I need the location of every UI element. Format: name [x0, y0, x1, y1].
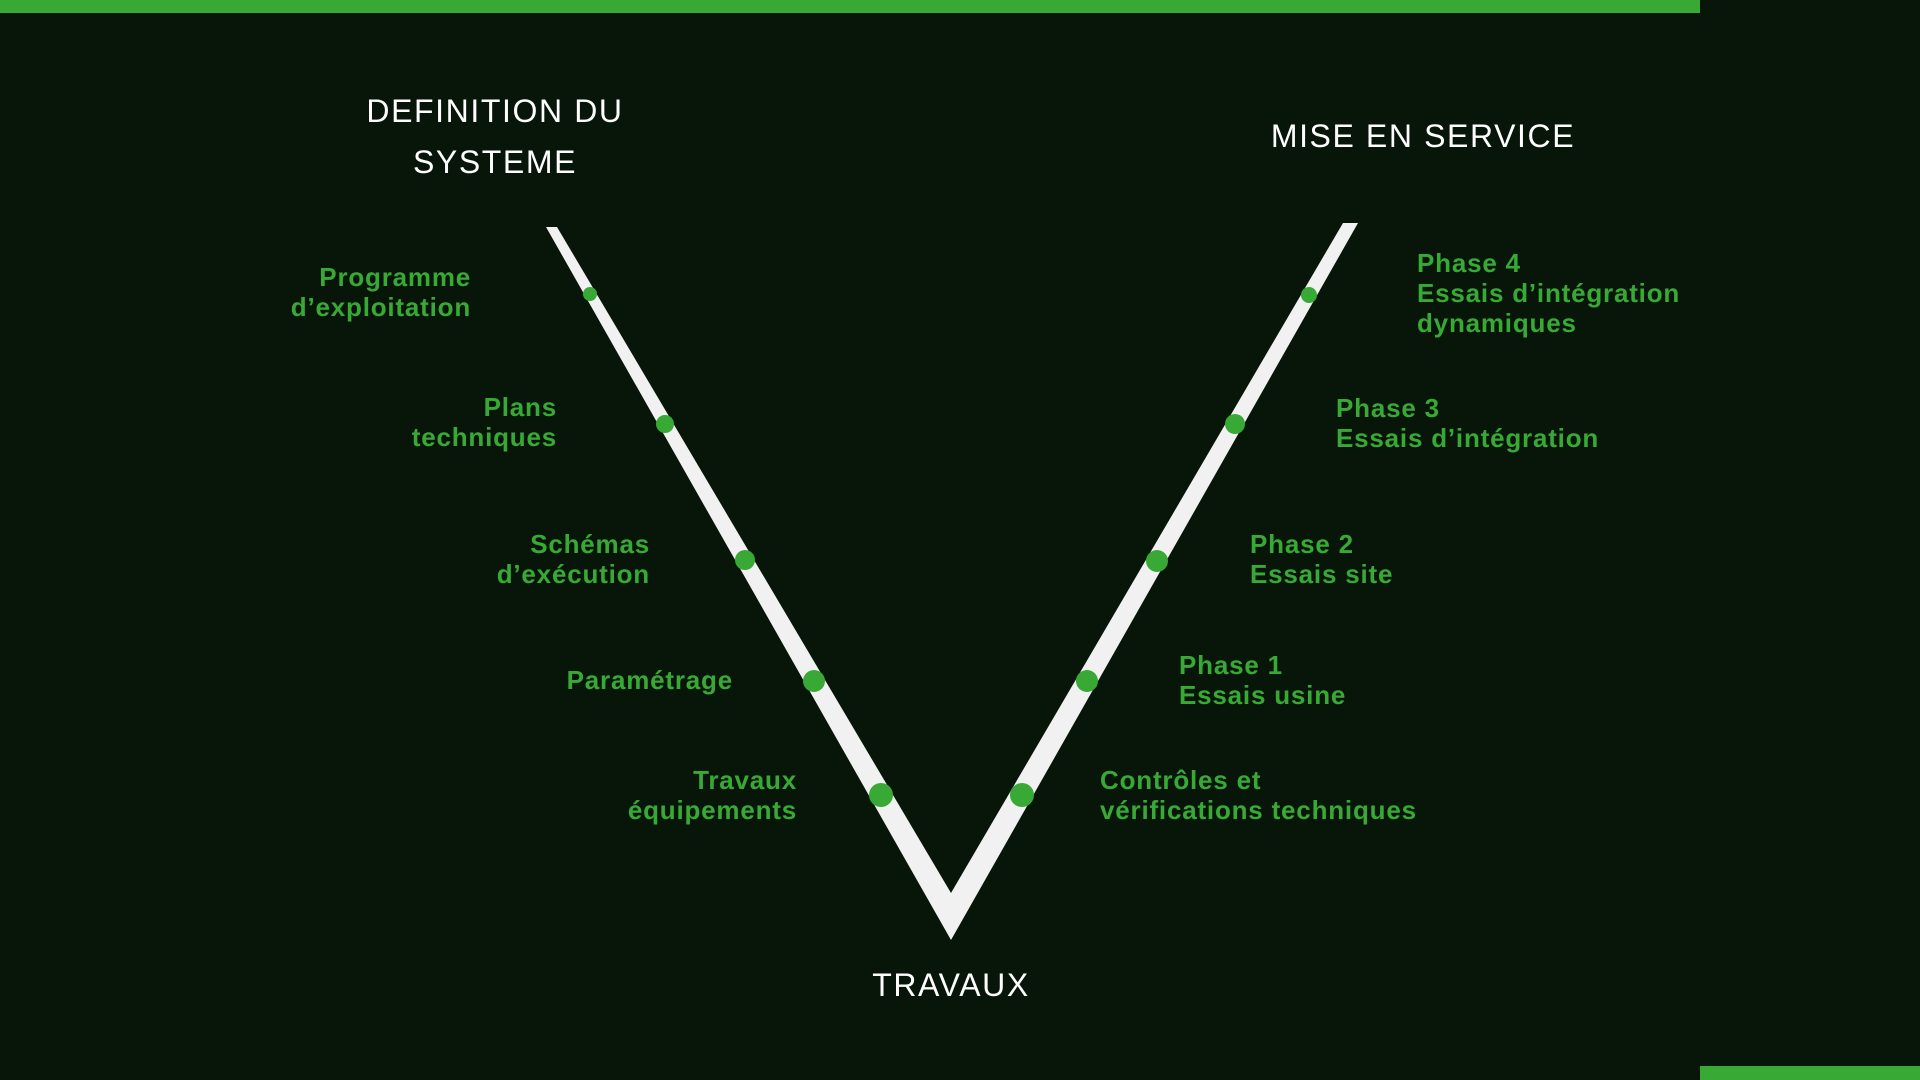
label-plans-techniques: Plans techniques [411, 392, 557, 452]
heading-mise-en-service: MISE EN SERVICE [1270, 118, 1576, 154]
node-dot-plans [656, 415, 674, 433]
node-dot-schemas [735, 550, 755, 570]
label-phase1: Phase 1 Essais usine [1179, 650, 1347, 710]
v-shape [546, 223, 1358, 940]
node-dot-phase2 [1146, 550, 1168, 572]
node-dot-programme [583, 287, 597, 301]
label-programme-exploitation: Programme d’exploitation [290, 262, 471, 322]
label-parametrage: Paramétrage [566, 665, 733, 695]
heading-definition-du-systeme: DEFINITION DU SYSTEME [366, 93, 624, 180]
node-dot-travaux-equipements [869, 783, 893, 807]
node-dot-phase4 [1301, 287, 1317, 303]
node-dot-parametrage [803, 670, 825, 692]
bottom-accent-bar [1700, 1066, 1920, 1080]
label-phase4: Phase 4 Essais d’intégration dynamiques [1417, 248, 1681, 338]
top-accent-bar [0, 0, 1700, 13]
label-phase3: Phase 3 Essais d’intégration [1336, 393, 1600, 453]
node-dot-phase3 [1225, 414, 1245, 434]
node-dot-controles [1010, 783, 1034, 807]
label-phase2: Phase 2 Essais site [1250, 529, 1394, 589]
label-travaux-equipements: Travaux équipements [627, 765, 797, 825]
node-dot-phase1 [1076, 670, 1098, 692]
label-schemas-execution: Schémas d’exécution [496, 529, 650, 589]
label-controles: Contrôles et vérifications techniques [1100, 765, 1417, 825]
heading-travaux: TRAVAUX [872, 967, 1030, 1003]
